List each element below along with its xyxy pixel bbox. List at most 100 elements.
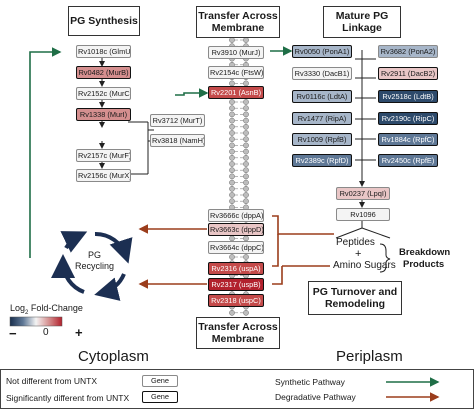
- plus-sign: +: [355, 248, 362, 260]
- lipid-head: [243, 179, 249, 186]
- lipid-head: [229, 117, 235, 124]
- gene-rpfb: Rv1009 (RpfB): [292, 133, 352, 146]
- gene-dppd: Rv3663c (dppD): [208, 223, 264, 236]
- lipid-head: [229, 173, 235, 180]
- lipid-head: [229, 130, 235, 136]
- lipid-head: [229, 136, 235, 143]
- gene-uspb: Rv2317 (uspB): [208, 278, 264, 291]
- legend-degradative-label: Degradative Pathway: [275, 392, 356, 402]
- breakdown-products-label-line1: Breakdown: [399, 247, 451, 258]
- pg-synthesis-header: PG Synthesis: [68, 6, 140, 36]
- lipid-head: [243, 99, 249, 105]
- gene-pona2: Rv3682 (PonA2): [378, 45, 438, 58]
- gene-uspa: Rv2316 (uspA): [208, 262, 264, 275]
- gene-dacb2: Rv2911 (DacB2): [378, 67, 438, 80]
- synthetic-pathway-arrows: [29, 46, 293, 258]
- gene-dppc: Rv3664c (dppC): [208, 241, 264, 254]
- lipid-head: [243, 111, 249, 118]
- lipid-head: [243, 309, 249, 316]
- legend-significant-gene-box: Gene: [142, 391, 178, 403]
- pg-synthesis-title: PG Synthesis: [70, 15, 138, 27]
- fold-change-title-suffix: Fold-Change: [28, 303, 83, 313]
- lipid-head: [229, 179, 235, 186]
- fold-change-title: Log2 Fold-Change: [10, 303, 83, 316]
- lipid-head: [243, 136, 249, 143]
- lipid-head: [229, 254, 235, 260]
- pg-recycling-label-line1: PG: [88, 250, 102, 260]
- gene-murj: Rv3910 (MurJ): [208, 46, 264, 59]
- lipid-head: [229, 148, 235, 155]
- gene-ftsw: Rv2154c (FtsW): [208, 66, 264, 79]
- lipid-head: [243, 105, 249, 112]
- gene-rv1096: Rv1096: [336, 208, 390, 221]
- lipid-head: [229, 123, 235, 130]
- turnover-line1: PG Turnover and: [312, 286, 398, 298]
- gene-murf: Rv2157c (MurF): [76, 149, 131, 162]
- lipid-head: [243, 167, 249, 174]
- lipid-head: [243, 161, 249, 167]
- lipid-head: [243, 185, 249, 192]
- gene-dppa: Rv3666c (dppA): [208, 209, 264, 222]
- lipid-head: [229, 105, 235, 112]
- lipid-head: [229, 154, 235, 161]
- lipid-head: [229, 111, 235, 118]
- lipid-head: [229, 192, 235, 198]
- lipid-head: [243, 148, 249, 155]
- legend-significant-label: Significantly different from UNTX: [6, 393, 130, 403]
- gene-ripc: Rv2190c (RipC): [378, 112, 438, 125]
- gene-ripa: Rv1477 (RipA): [292, 112, 352, 125]
- lipid-head: [229, 167, 235, 174]
- gene-murb: Rv0482 (MurB): [76, 66, 131, 79]
- gene-rpfe: Rv2450c (RpfE): [378, 154, 438, 167]
- lipid-head: [229, 142, 235, 149]
- lipid-head: [243, 142, 249, 149]
- transfer-membrane-header-bottom: Transfer Across Membrane: [196, 317, 280, 349]
- lipid-head: [243, 173, 249, 180]
- pg-turnover-header: PG Turnover and Remodeling: [308, 281, 402, 315]
- mature-line2: Linkage: [342, 22, 382, 34]
- transfer-membrane-header-top: Transfer Across Membrane: [196, 6, 280, 38]
- turnover-line2: Remodeling: [324, 298, 386, 310]
- gene-dacb1: Rv3330 (DacB1): [292, 67, 352, 80]
- lipid-head: [229, 37, 235, 43]
- breakdown-brace: [379, 243, 391, 273]
- lipid-head: [229, 198, 235, 205]
- transfer-top-line1: Transfer Across: [198, 10, 278, 22]
- transfer-top-line2: Membrane: [211, 22, 265, 34]
- lipid-head: [243, 198, 249, 205]
- gene-rpfd: Rv2389c (RpfD): [292, 154, 352, 167]
- transfer-bottom-line1: Transfer Across: [198, 321, 278, 333]
- lipid-head: [229, 99, 235, 105]
- recycling-cycle-arrows: [51, 231, 133, 301]
- lipid-head: [229, 309, 235, 316]
- fold-change-mid-label: 0: [43, 327, 49, 338]
- gene-murx: Rv2156c (MurX): [76, 169, 131, 182]
- fold-change-gradient-bar: [9, 316, 63, 327]
- lipid-head: [229, 161, 235, 167]
- gene-lpqi: Rv0237 (LpqI): [336, 187, 390, 200]
- transfer-bottom-line2: Membrane: [211, 333, 265, 345]
- gene-glmu: Rv1018c (GlmU): [76, 45, 131, 58]
- breakdown-products-label-line2: Products: [403, 259, 445, 270]
- pg-recycling-label-line2: Recycling: [75, 261, 115, 271]
- fold-change-title-prefix: Log: [10, 303, 26, 313]
- periplasm-label: Periplasm: [336, 348, 403, 365]
- degradative-pathway-arrows: [138, 215, 334, 289]
- lipid-head: [243, 192, 249, 198]
- gene-murc: Rv2152c (MurC): [76, 87, 131, 100]
- cytoplasm-label: Cytoplasm: [78, 348, 149, 365]
- gene-muri: Rv1338 (MurI): [76, 108, 131, 121]
- gene-murt: Rv3712 (MurT): [150, 114, 205, 127]
- gene-namh: Rv3818 (NamH): [150, 134, 205, 147]
- lipid-head: [243, 37, 249, 43]
- mature-pg-linkage-header: Mature PG Linkage: [323, 6, 401, 38]
- gene-rpfc: Rv1884c (RpfC): [378, 133, 438, 146]
- gene-asnb: Rv2201 (AsnB): [208, 86, 264, 99]
- legend-synthetic-label: Synthetic Pathway: [275, 377, 345, 387]
- gene-uspc: Rv2318 (uspC): [208, 294, 264, 307]
- fold-change-title-sub: 2: [25, 309, 29, 316]
- fold-change-min-label: −: [9, 326, 17, 341]
- legend-not-different-gene-box: Gene: [142, 375, 178, 387]
- lipid-head: [243, 254, 249, 260]
- amino-sugars-label: Amino Sugars: [333, 260, 396, 271]
